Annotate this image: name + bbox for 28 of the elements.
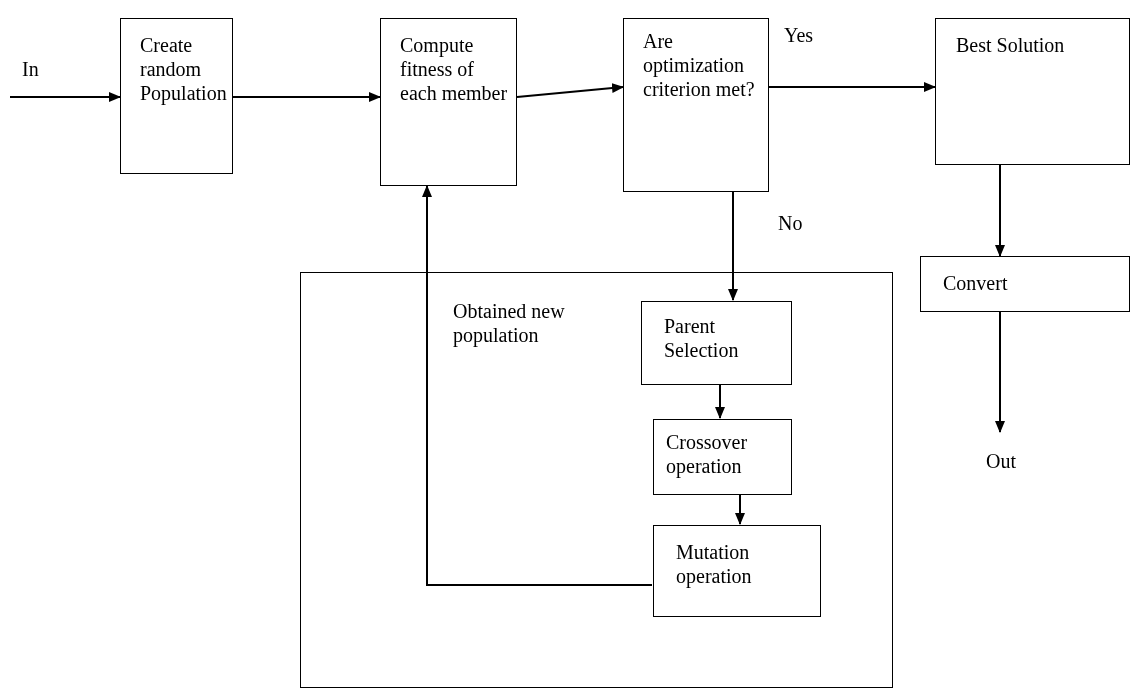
process-box	[380, 18, 517, 186]
box-text: Parent Selection	[664, 314, 740, 362]
box-text: Are optimization criterion met?	[643, 29, 756, 101]
arrow	[735, 493, 745, 525]
arrow	[232, 92, 381, 102]
box-text: Obtained new population	[453, 299, 566, 347]
process-box	[653, 419, 792, 495]
box-text: Create random Population	[140, 33, 228, 105]
arrow	[728, 191, 738, 301]
box-text: Best Solution	[956, 33, 1066, 57]
arrow	[9, 92, 121, 102]
group-frame	[300, 272, 893, 688]
process-box	[653, 525, 821, 617]
box-text: Compute fitness of each member	[400, 33, 509, 105]
arrow	[995, 164, 1005, 257]
arrow	[768, 82, 936, 92]
process-box	[120, 18, 233, 174]
process-box	[935, 18, 1130, 165]
process-box	[623, 18, 769, 192]
box-text: Mutation operation	[676, 540, 753, 588]
arrow	[516, 83, 624, 98]
arrow	[715, 383, 725, 419]
arrow	[422, 185, 653, 586]
process-box	[641, 301, 792, 385]
process-box	[920, 256, 1130, 312]
box-text: Convert	[943, 271, 1009, 295]
arrow	[995, 311, 1005, 433]
box-text: Crossover operation	[666, 430, 749, 478]
